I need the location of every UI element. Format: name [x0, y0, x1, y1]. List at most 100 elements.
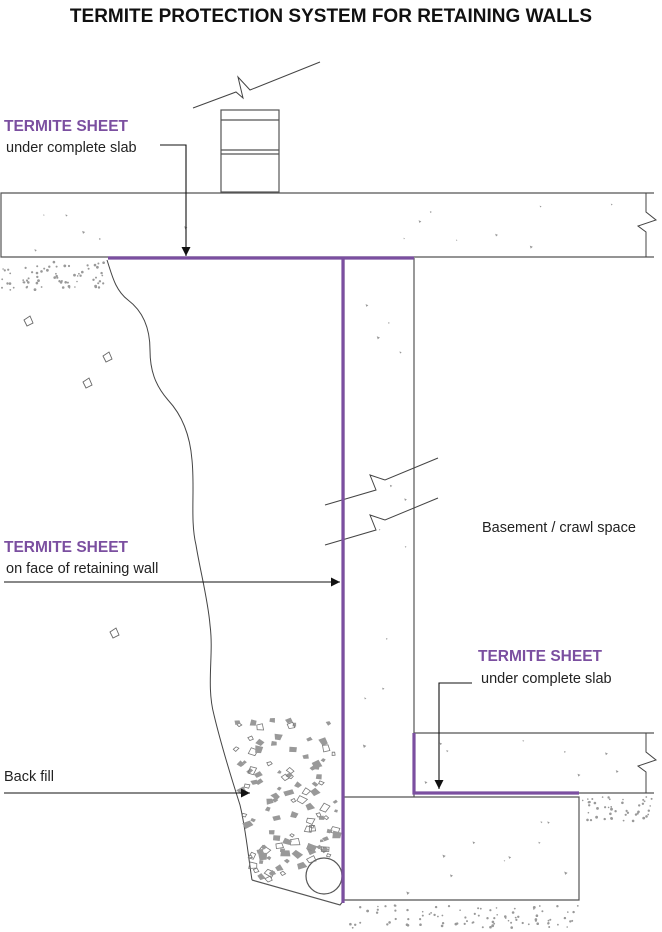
speckle	[593, 801, 597, 805]
speckle	[548, 926, 551, 928]
gravel	[270, 741, 277, 746]
gravel	[332, 799, 338, 804]
speckle	[366, 909, 369, 913]
gravel	[269, 718, 275, 723]
speckle	[36, 265, 39, 268]
speckle	[6, 282, 9, 285]
speckle	[37, 279, 40, 282]
gravel	[274, 733, 283, 741]
gravel	[250, 818, 256, 823]
label-slab-bottom: TERMITE SHEET under complete slab	[434, 648, 612, 789]
gravel	[326, 828, 333, 834]
speckle	[53, 276, 56, 279]
gravel	[325, 853, 332, 858]
gravel	[310, 787, 321, 797]
gravel	[294, 781, 302, 788]
aggregate-chip	[406, 891, 410, 895]
speckle	[87, 267, 90, 270]
speckle	[481, 926, 484, 929]
speckle	[433, 913, 436, 917]
aggregate-chip	[446, 749, 449, 753]
stone	[82, 377, 93, 389]
aggregate-chip	[404, 498, 407, 501]
speckle	[61, 286, 65, 289]
speckle	[101, 274, 104, 277]
speckle	[536, 922, 539, 925]
speckle	[377, 905, 379, 908]
aggregate-chip	[439, 742, 443, 746]
speckle	[547, 919, 550, 922]
stone	[102, 351, 113, 363]
speckle	[496, 914, 499, 916]
gravel	[241, 812, 248, 818]
speckle	[375, 911, 379, 914]
speckle	[27, 281, 30, 284]
speckle	[349, 922, 352, 926]
speckle	[642, 798, 645, 801]
speckle	[649, 805, 651, 807]
speckle	[493, 917, 496, 920]
gravel	[255, 745, 264, 754]
speckle	[430, 912, 432, 914]
aggregate-chip	[404, 546, 407, 548]
gravel	[306, 843, 318, 851]
aggregate-chip	[82, 230, 86, 234]
speckle	[40, 286, 43, 288]
speckle	[81, 270, 84, 274]
gravel	[259, 860, 264, 864]
speckle	[441, 922, 445, 925]
basement-slab	[413, 732, 658, 794]
speckle	[607, 806, 610, 809]
gravel	[273, 835, 281, 841]
speckle	[504, 917, 507, 919]
speckle	[102, 261, 105, 265]
gravel	[289, 746, 297, 753]
gravel	[285, 766, 295, 775]
aggregate-chip	[442, 854, 446, 858]
speckle	[97, 286, 101, 289]
gravel	[277, 770, 282, 774]
speckle	[67, 285, 71, 288]
speckle	[394, 917, 397, 921]
diagram-title: TERMITE PROTECTION SYSTEM FOR RETAINING …	[70, 6, 592, 27]
speckle	[595, 815, 598, 819]
aggregate-chip	[540, 821, 543, 824]
speckle	[40, 270, 43, 273]
gravel	[334, 809, 338, 813]
speckle	[12, 286, 15, 289]
gravel	[318, 780, 325, 786]
speckle	[3, 269, 6, 272]
gravel	[320, 839, 324, 843]
speckle	[534, 919, 538, 922]
speckle	[607, 796, 610, 799]
gravel	[247, 851, 257, 860]
speckle	[533, 908, 535, 910]
speckle	[517, 915, 520, 918]
speckle	[638, 804, 641, 807]
aggregate-chip	[529, 245, 533, 249]
speckle	[447, 905, 451, 908]
gravel	[248, 861, 258, 869]
speckle	[55, 265, 58, 268]
speckle	[511, 911, 515, 914]
speckle	[491, 924, 495, 928]
speckle	[601, 796, 604, 798]
speckle	[610, 817, 614, 820]
speckle	[384, 905, 387, 908]
speckle	[9, 289, 12, 291]
termite-sheet-basement	[412, 733, 579, 795]
gravel	[268, 870, 277, 876]
speckle	[527, 923, 530, 926]
aggregate-chip	[615, 770, 619, 773]
speckle	[571, 919, 574, 922]
gravel	[247, 735, 254, 741]
gravel	[236, 760, 245, 767]
gravel	[266, 856, 272, 861]
aggregate-chip	[455, 239, 458, 242]
speckle	[98, 280, 102, 283]
gravel	[242, 820, 254, 830]
speckle	[610, 806, 613, 808]
gravel	[266, 798, 274, 805]
speckle	[60, 280, 63, 282]
speckle	[614, 810, 617, 813]
